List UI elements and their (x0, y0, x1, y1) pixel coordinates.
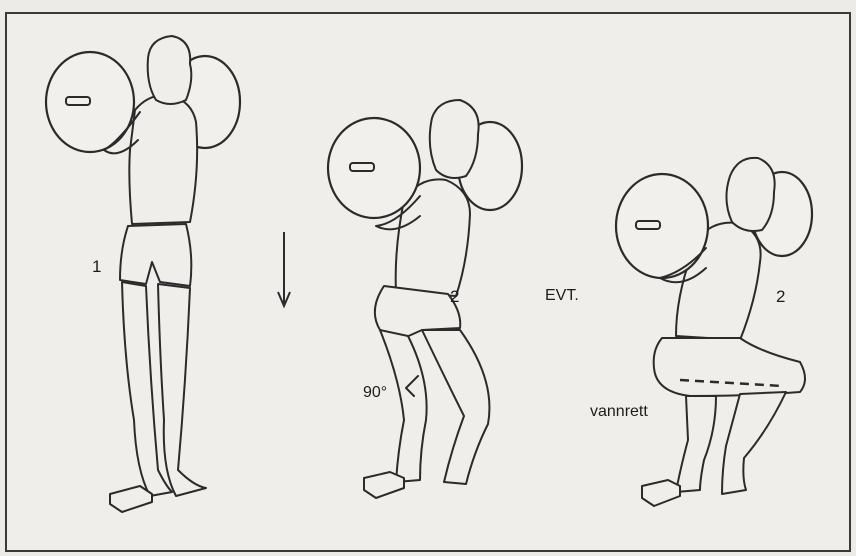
heel-block-2 (364, 472, 404, 498)
plate-hole-1 (66, 97, 90, 105)
left-leg-3 (676, 396, 716, 492)
label-step-1: 1 (92, 258, 101, 275)
shorts-1 (120, 224, 191, 286)
standing-figure (46, 36, 240, 512)
head-3 (726, 158, 774, 231)
half-squat-figure (328, 100, 522, 498)
plate-hole-3 (636, 221, 660, 229)
label-step-2-b: 2 (776, 288, 785, 305)
label-horizontal: vannrett (590, 404, 648, 420)
head-1 (148, 36, 192, 104)
head-2 (430, 100, 479, 178)
heel-block-1 (110, 486, 152, 512)
plate-hole-2 (350, 163, 374, 171)
left-leg-2 (380, 330, 427, 482)
deep-squat-figure (616, 158, 812, 506)
heel-block-3 (642, 480, 680, 506)
thighs-shorts-3 (654, 338, 805, 396)
front-plate-3 (616, 174, 708, 278)
right-leg-2 (422, 330, 489, 484)
right-leg-3 (722, 392, 786, 494)
label-step-2-a: 2 (450, 288, 459, 305)
torso-1 (129, 95, 197, 224)
label-angle: 90° (363, 385, 387, 401)
right-leg-1 (158, 284, 206, 496)
label-or: EVT. (545, 288, 579, 304)
down-arrow-icon (278, 232, 290, 306)
